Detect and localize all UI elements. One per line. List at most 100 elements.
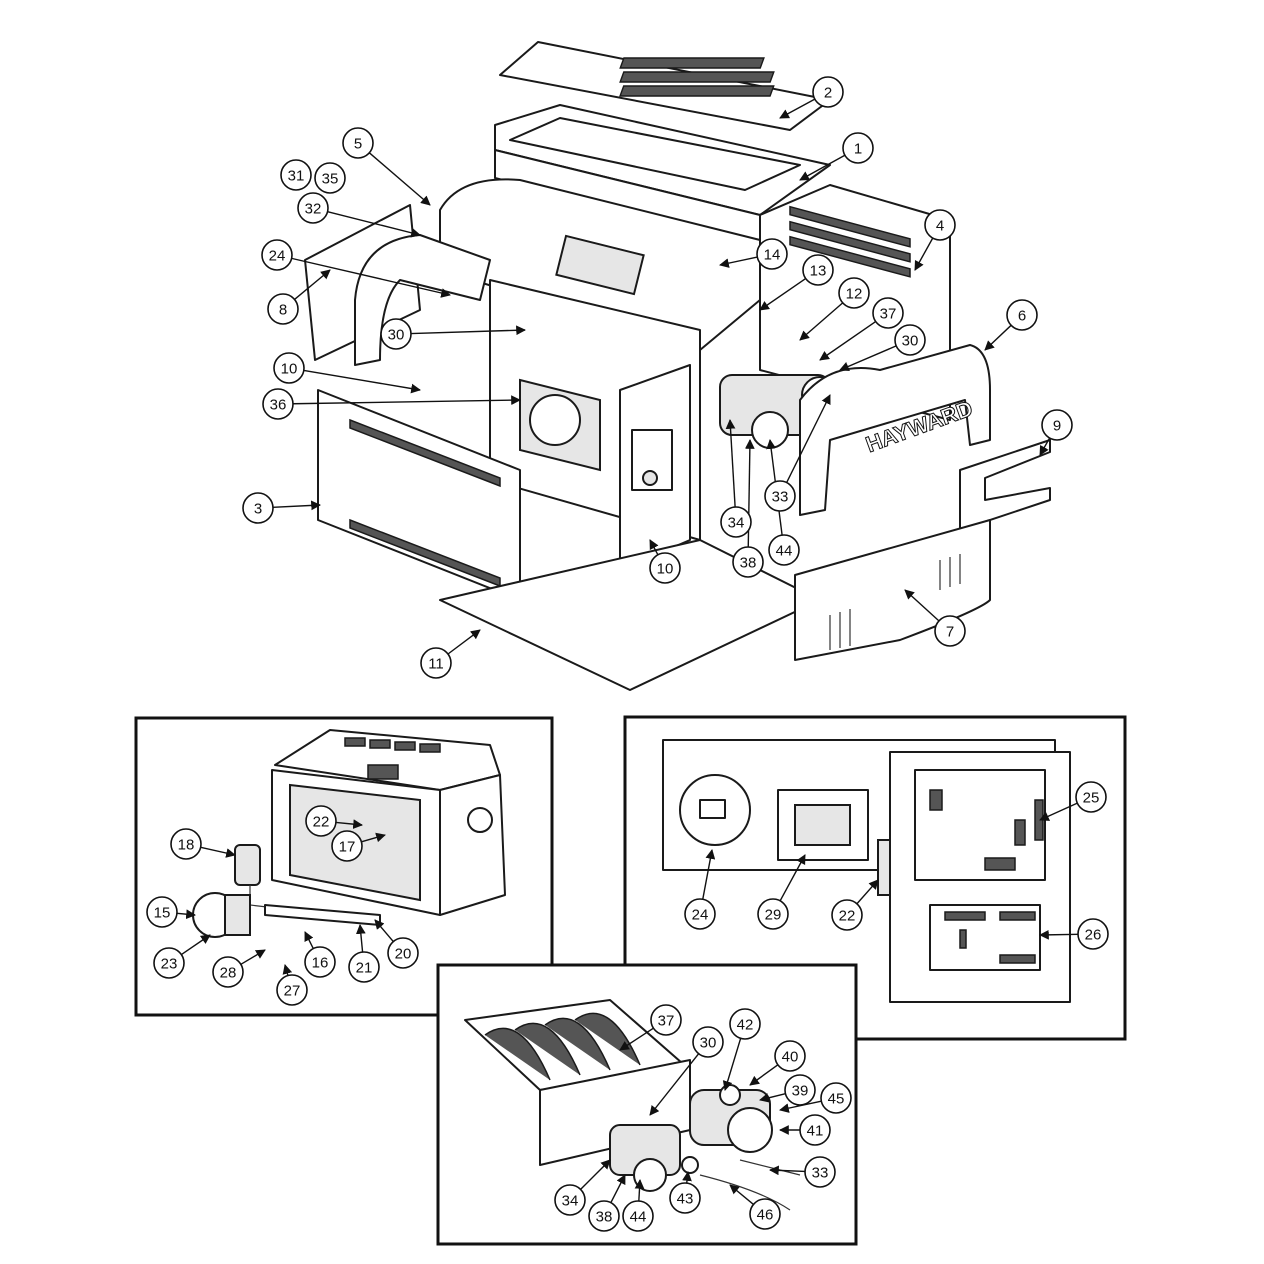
callout-part-21: 21 — [348, 951, 380, 983]
callout-circle — [804, 1156, 836, 1188]
callout-circle — [831, 899, 863, 931]
leader-line — [819, 320, 877, 361]
callout-circle — [212, 956, 244, 988]
header-inlet-outlet — [609, 1084, 773, 1192]
callout-number: 23 — [161, 956, 178, 973]
callout-part-30: 30 — [692, 1026, 724, 1058]
callout-part-42: 42 — [729, 1008, 761, 1040]
callout-number: 38 — [596, 1209, 613, 1226]
leader-line — [304, 931, 314, 949]
leader-line — [649, 539, 659, 556]
callout-circle — [649, 552, 681, 584]
callout-circle — [342, 127, 374, 159]
leader-line — [1039, 802, 1078, 821]
callout-number: 11 — [428, 656, 444, 673]
callout-part-10: 10 — [273, 352, 305, 384]
leader-line — [904, 589, 940, 622]
callout-part-16: 16 — [304, 946, 336, 978]
callout-circle — [314, 162, 346, 194]
callout-part-37: 37 — [872, 297, 904, 329]
heater-unit-illustration — [271, 729, 506, 916]
callout-part-26: 26 — [1077, 918, 1109, 950]
callout-part-24: 24 — [261, 239, 293, 271]
callout-number: 9 — [1053, 418, 1061, 435]
vent-slots — [619, 57, 775, 97]
callout-circle — [1075, 781, 1107, 813]
callout-number: 25 — [1083, 790, 1100, 807]
leader-line — [914, 237, 934, 271]
callout-part-23: 23 — [153, 947, 185, 979]
callout-part-1: 1 — [842, 132, 874, 164]
callout-number: 5 — [354, 136, 362, 153]
callout-circle — [348, 951, 380, 983]
callout-number: 1 — [854, 141, 862, 158]
callout-circle — [146, 896, 178, 928]
callout-circle — [380, 318, 412, 350]
front-door — [794, 519, 991, 661]
callout-circle — [842, 132, 874, 164]
leader-line — [779, 98, 816, 119]
callout-circle — [720, 506, 752, 538]
callout-number: 44 — [630, 1209, 647, 1226]
callout-circle — [280, 159, 312, 191]
callout-number: 12 — [846, 286, 863, 303]
callout-part-36: 36 — [262, 388, 294, 420]
leader-line — [176, 909, 196, 920]
callout-part-37: 37 — [650, 1004, 682, 1036]
callout-part-25: 25 — [1075, 781, 1107, 813]
callout-part-6: 6 — [1006, 299, 1038, 331]
callout-number: 37 — [658, 1013, 675, 1030]
leader-line — [282, 964, 293, 976]
callout-number: 4 — [936, 218, 944, 235]
callout-circle — [784, 1074, 816, 1106]
callout-circle — [764, 480, 796, 512]
callout-circle — [1041, 409, 1073, 441]
leader-line — [984, 324, 1012, 351]
callout-circle — [276, 974, 308, 1006]
callout-number: 14 — [764, 247, 781, 264]
callout-part-33: 33 — [804, 1156, 836, 1188]
callout-number: 45 — [828, 1091, 845, 1108]
callout-circle — [749, 1198, 781, 1230]
callout-circle — [297, 192, 329, 224]
callout-part-45: 45 — [820, 1082, 852, 1114]
callout-circle — [729, 1008, 761, 1040]
leader-line — [368, 152, 431, 206]
callout-circle — [934, 615, 966, 647]
leader-line — [361, 832, 386, 843]
callout-part-38: 38 — [588, 1200, 620, 1232]
callout-part-27: 27 — [276, 974, 308, 1006]
callout-circle — [1006, 299, 1038, 331]
leader-line — [294, 269, 331, 300]
callout-part-14: 14 — [756, 238, 788, 270]
callout-circle — [304, 946, 336, 978]
leader-line — [799, 154, 846, 181]
callout-part-32: 32 — [297, 192, 329, 224]
callout-circle — [242, 492, 274, 524]
leader-line — [1039, 437, 1051, 456]
callout-part-30: 30 — [894, 324, 926, 356]
callout-number: 28 — [220, 965, 237, 982]
callout-part-39: 39 — [784, 1074, 816, 1106]
callout-part-44: 44 — [768, 534, 800, 566]
callout-number: 2 — [824, 85, 832, 102]
callout-part-30: 30 — [380, 318, 412, 350]
leader-line — [759, 277, 807, 311]
callout-number: 17 — [339, 839, 356, 856]
callout-number: 24 — [269, 248, 286, 265]
callout-part-12: 12 — [838, 277, 870, 309]
callout-number: 8 — [279, 302, 287, 319]
callout-part-41: 41 — [799, 1114, 831, 1146]
callout-number: 13 — [810, 263, 827, 280]
callout-number: 30 — [700, 1035, 717, 1052]
callout-number: 16 — [312, 955, 329, 972]
callout-circle — [305, 805, 337, 837]
callout-part-28: 28 — [212, 956, 244, 988]
callout-number: 30 — [388, 327, 405, 344]
callout-circle — [650, 1004, 682, 1036]
leader-line — [649, 1053, 700, 1116]
callout-circle — [768, 534, 800, 566]
leader-line — [722, 1038, 742, 1091]
callout-part-44: 44 — [622, 1200, 654, 1232]
callout-part-34: 34 — [554, 1184, 586, 1216]
